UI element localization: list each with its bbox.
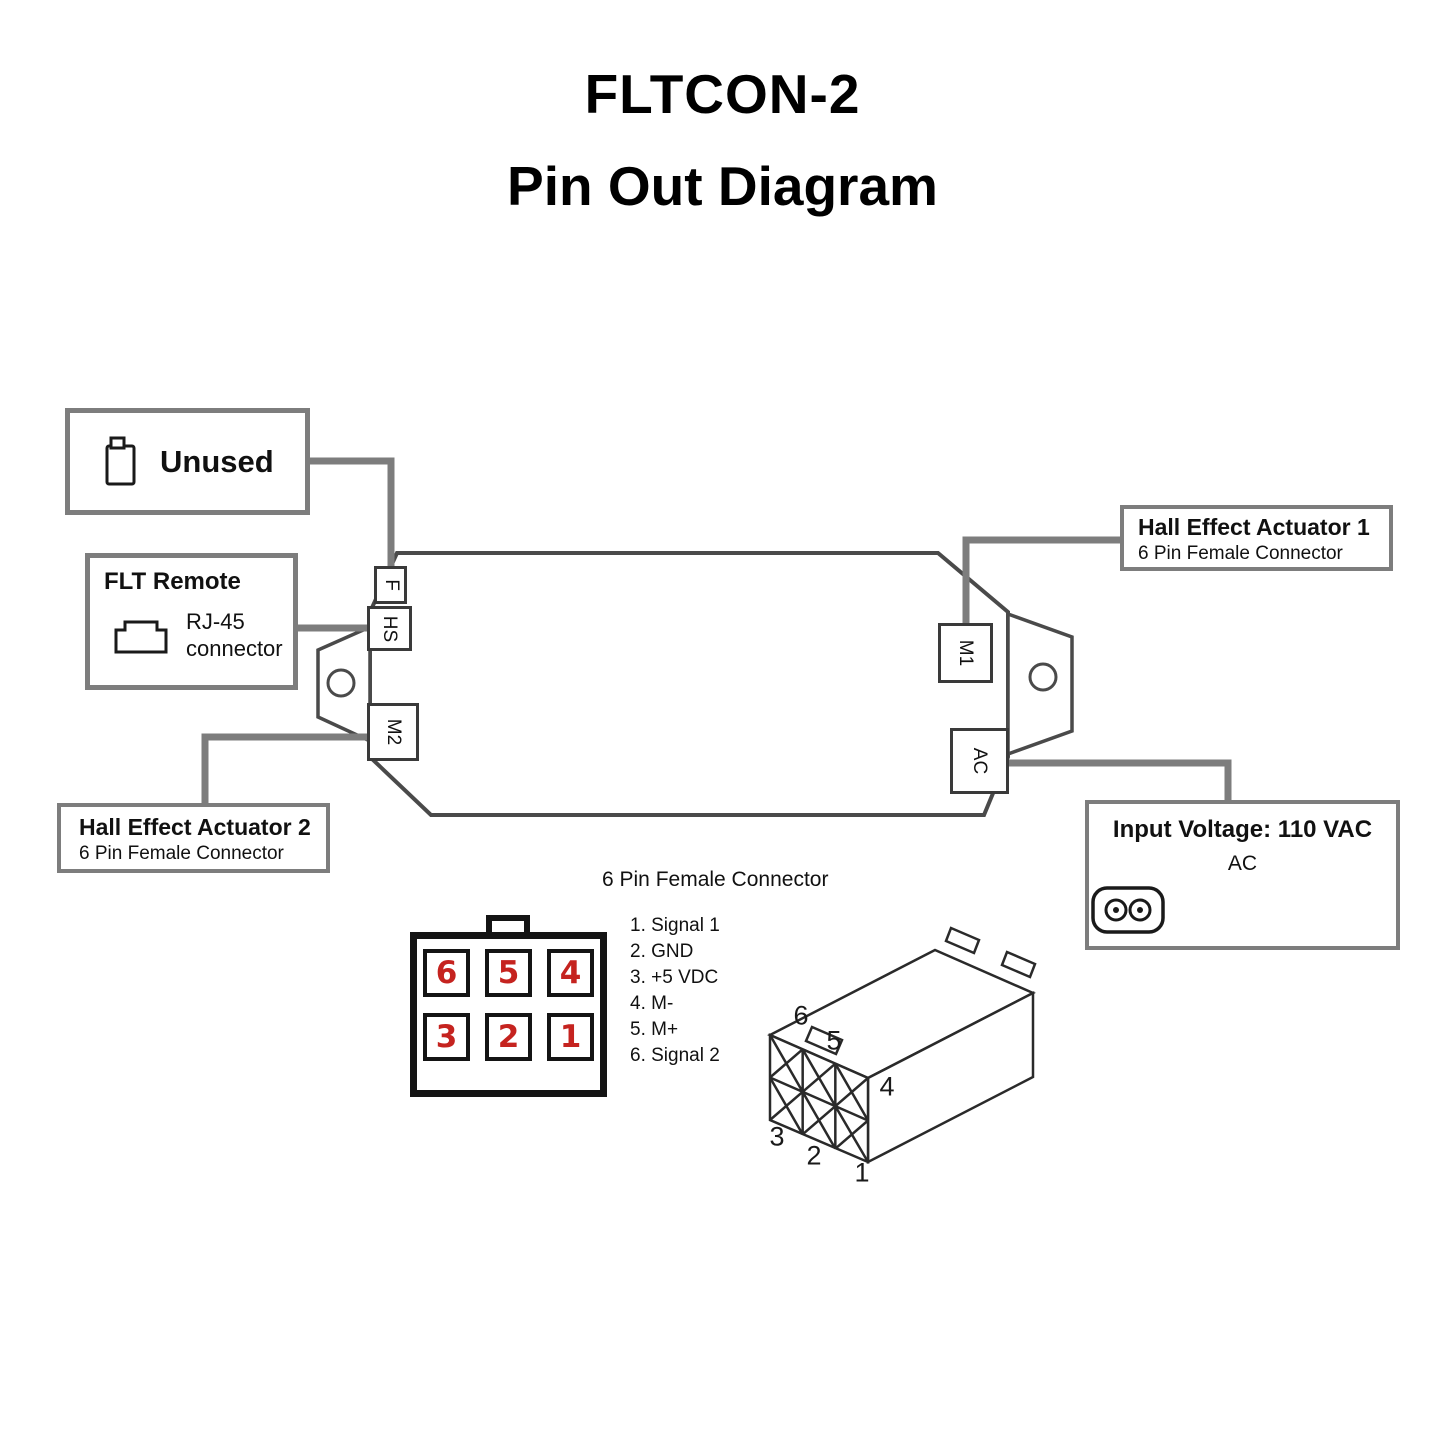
wire-m2-to-hall2 — [201, 733, 372, 806]
page-title-line2: Pin Out Diagram — [507, 155, 938, 217]
flt-remote-title: FLT Remote — [104, 568, 241, 595]
hall-actuator-2-subtitle: 6 Pin Female Connector — [79, 843, 284, 864]
port-m2: M2 — [367, 703, 419, 761]
input-voltage-ac-label: AC — [1227, 852, 1258, 875]
power-inlet-icon — [1091, 886, 1165, 934]
pin3d-label-5: 5 — [826, 1025, 842, 1056]
pin-cell-2: 2 — [485, 1013, 532, 1061]
port-ac: AC — [950, 728, 1009, 794]
page-title: FLTCON-2 Pin Out Diagram — [0, 62, 1445, 218]
pinout-item-6: 6. Signal 2 — [630, 1045, 720, 1066]
hall-actuator-1-box: Hall Effect Actuator 1 6 Pin Female Conn… — [1120, 505, 1393, 571]
pinout-item-4: 4. M- — [630, 993, 674, 1014]
rj45-icon — [114, 620, 168, 654]
pin-cell-4: 4 — [547, 949, 594, 997]
flt-remote-box: FLT Remote RJ-45 connector — [85, 553, 298, 690]
connector-3d-key-tab — [804, 1025, 844, 1056]
input-voltage-box: Input Voltage: 110 VAC AC — [1085, 800, 1400, 950]
pin3d-label-4: 4 — [879, 1071, 895, 1102]
pinout-item-1: 1. Signal 1 — [630, 915, 720, 936]
rj45-label: RJ-45 connector — [186, 608, 283, 662]
connector-3d-latch-tab-1 — [944, 926, 981, 955]
pin-cell-3: 3 — [423, 1013, 470, 1061]
unused-label: Unused — [160, 443, 274, 479]
connector-front-view: 6 5 4 3 2 1 — [410, 932, 607, 1097]
connector-section-heading: 6 Pin Female Connector — [602, 868, 829, 891]
pin-cell-1: 1 — [547, 1013, 594, 1061]
hall-actuator-2-title: Hall Effect Actuator 2 — [79, 814, 311, 840]
connector-3d-drawing — [767, 926, 1037, 1165]
right-mount-hole — [1028, 662, 1058, 692]
unused-connector-icon — [105, 436, 136, 485]
port-f: F — [374, 566, 407, 604]
pin-cell-5: 5 — [485, 949, 532, 997]
power-inlet-icon-wrap — [1089, 882, 1396, 938]
input-voltage-title: Input Voltage: 110 VAC — [1112, 816, 1373, 843]
pin-cell-6: 6 — [423, 949, 470, 997]
rj45-label-line2: connector — [186, 636, 283, 661]
controller-body-outline — [368, 551, 1010, 817]
page-title-line1: FLTCON-2 — [584, 63, 861, 125]
pinout-list: 1. Signal 1 2. GND 3. +5 VDC 4. M- 5. M+… — [630, 913, 720, 1069]
pin3d-label-1: 1 — [854, 1157, 870, 1188]
flt-remote-row: RJ-45 connector — [104, 608, 293, 662]
pin3d-label-3: 3 — [769, 1121, 785, 1152]
port-m1-label: M1 — [955, 639, 977, 667]
connector-3d-pin-grid — [768, 1034, 870, 1163]
wire-ac-to-input — [1006, 759, 1232, 803]
port-f-label: F — [380, 579, 402, 591]
port-hs: HS — [367, 606, 412, 651]
pin3d-label-2: 2 — [806, 1140, 822, 1171]
unused-label-box: Unused — [65, 408, 310, 515]
hall-actuator-1-subtitle: 6 Pin Female Connector — [1138, 543, 1343, 564]
pinout-item-2: 2. GND — [630, 941, 694, 962]
rj45-label-line1: RJ-45 — [186, 609, 245, 634]
port-m2-label: M2 — [383, 718, 404, 746]
wire-unused-to-f — [310, 457, 395, 570]
pin3d-label-6: 6 — [793, 1000, 809, 1031]
hall-actuator-1-title: Hall Effect Actuator 1 — [1138, 514, 1370, 540]
left-mount-hole — [326, 668, 356, 698]
port-ac-label: AC — [969, 747, 991, 775]
wire-m1-to-hall1 — [962, 536, 1122, 627]
port-m1: M1 — [938, 623, 993, 683]
hall-actuator-2-box: Hall Effect Actuator 2 6 Pin Female Conn… — [57, 803, 330, 873]
connector-3d-latch-tab-2 — [1000, 950, 1037, 979]
pinout-item-5: 5. M+ — [630, 1019, 679, 1040]
port-hs-label: HS — [379, 615, 401, 642]
pinout-item-3: 3. +5 VDC — [630, 967, 719, 988]
